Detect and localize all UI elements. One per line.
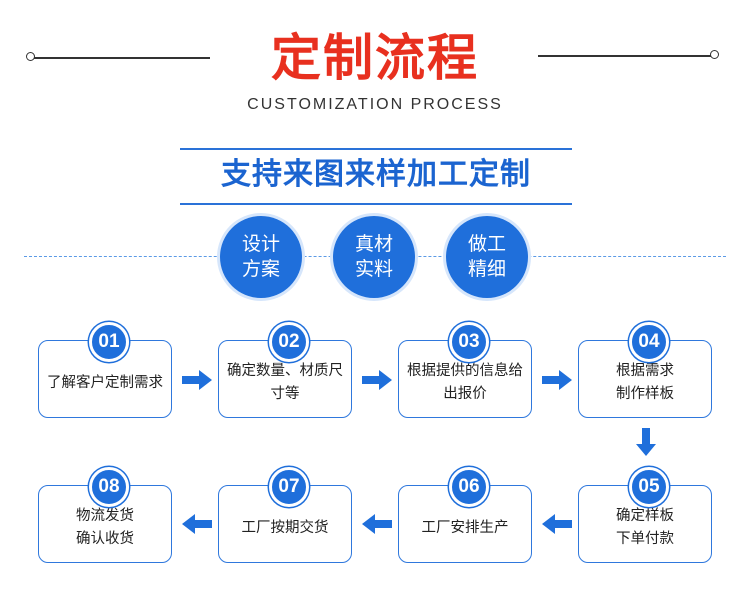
page-title: 定制流程	[271, 29, 479, 87]
feature-line2: 实料	[354, 258, 393, 280]
feature-line1: 做工	[467, 233, 506, 255]
feature-line2: 方案	[241, 258, 280, 280]
step-text: 确定数量、材质尺寸等	[227, 363, 343, 402]
step-badge-07: 07	[269, 467, 309, 507]
feature-line1: 真材	[354, 233, 393, 255]
step-box-03: 根据提供的信息给出报价	[398, 340, 532, 418]
arrow-left-icon	[362, 514, 392, 534]
step-text: 确定样板下单付款	[616, 508, 674, 547]
step-text: 工厂安排生产	[421, 519, 509, 536]
step-text: 了解客户定制需求	[47, 374, 163, 391]
step-badge-02: 02	[269, 322, 309, 362]
step-badge-01: 01	[89, 322, 129, 362]
arrow-left-icon	[182, 514, 212, 534]
header-left-dot	[26, 52, 35, 61]
header-left-line	[32, 57, 210, 59]
banner-top-line	[180, 148, 572, 150]
step-text: 工厂按期交货	[241, 519, 329, 536]
step-text: 根据需求制作样板	[616, 363, 674, 402]
feature-workmanship: 做工 精细	[446, 216, 528, 298]
step-badge-08: 08	[89, 467, 129, 507]
arrow-down-icon	[636, 428, 656, 456]
step-text: 根据提供的信息给出报价	[407, 363, 523, 402]
arrow-right-icon	[182, 370, 212, 390]
step-badge-04: 04	[629, 322, 669, 362]
step-badge-06: 06	[449, 467, 489, 507]
banner-text: 支持来图来样加工定制	[221, 157, 531, 192]
header-right-line	[538, 55, 714, 57]
feature-design: 设计 方案	[220, 216, 302, 298]
step-text: 物流发货确认收货	[76, 508, 134, 547]
step-badge-03: 03	[449, 322, 489, 362]
banner-bottom-line	[180, 203, 572, 205]
arrow-right-icon	[362, 370, 392, 390]
header-right-dot	[710, 50, 719, 59]
step-badge-05: 05	[629, 467, 669, 507]
feature-material: 真材 实料	[333, 216, 415, 298]
feature-line1: 设计	[241, 233, 280, 255]
arrow-right-icon	[542, 370, 572, 390]
feature-line2: 精细	[467, 258, 506, 280]
arrow-left-icon	[542, 514, 572, 534]
page-subtitle: CUSTOMIZATION PROCESS	[247, 96, 503, 113]
